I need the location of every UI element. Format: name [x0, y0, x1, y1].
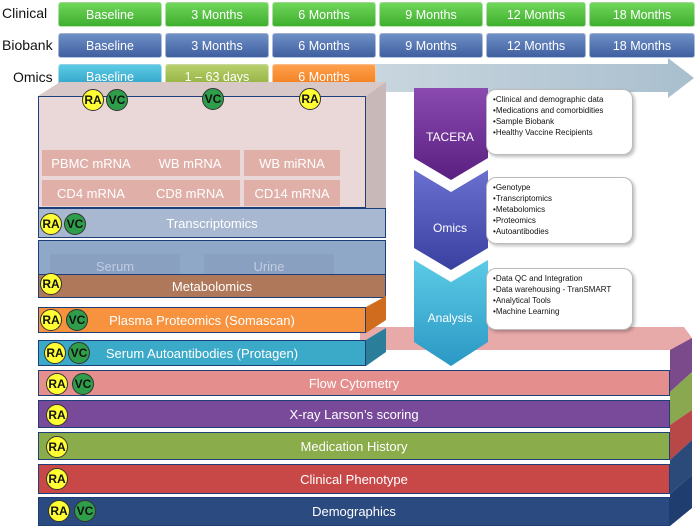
row-label-clinical: Clinical: [2, 5, 48, 21]
timeline-cell: Baseline: [58, 64, 162, 89]
chevrons: [414, 88, 488, 366]
bullet-item: •Transcriptomics: [493, 194, 552, 203]
ra-badge: RA: [48, 500, 70, 522]
layer-transcriptomics: Transcriptomics: [38, 208, 386, 238]
timeline-cell: 6 Months: [272, 2, 376, 27]
vc-badge: VC: [68, 342, 90, 364]
chevron-label: Omics: [433, 221, 467, 235]
ra-badge: RA: [46, 404, 68, 426]
layer-xray-larson: X-ray Larson’s scoring: [38, 400, 670, 428]
bullet-item: •Metabolomics: [493, 205, 546, 214]
ra-badge: RA: [299, 88, 321, 110]
slab-side: [366, 328, 386, 366]
info-box-analysis: •Data QC and Integration •Data warehousi…: [486, 268, 633, 330]
bullet-item: •Analytical Tools: [493, 296, 551, 305]
ra-badge: RA: [40, 309, 62, 331]
info-box-tacera: •Clinical and demographic data •Medicati…: [486, 89, 633, 155]
vc-badge: VC: [64, 213, 86, 235]
chevron-tacera: [414, 88, 488, 180]
vc-badge: VC: [202, 88, 224, 110]
layer-serum-autoantibodies: Serum Autoantibodies (Protagen): [38, 340, 366, 366]
chevron-label: Analysis: [427, 311, 473, 325]
ra-badge: RA: [46, 436, 68, 458]
vc-badge: VC: [106, 89, 128, 111]
timeline-cell: Baseline: [58, 2, 162, 27]
sample-block: CD8 mRNA: [140, 180, 240, 206]
bullet-item: •Data QC and Integration: [493, 274, 583, 283]
sample-block: WB miRNA: [244, 150, 340, 176]
ra-badge: RA: [44, 342, 66, 364]
timeline-cell: Baseline: [58, 33, 162, 58]
layer-demographics: Demographics: [38, 497, 670, 526]
slab-side: [366, 296, 386, 333]
layer-plasma-proteomics: Plasma Proteomics (Somascan): [38, 307, 366, 333]
chevron-omics: [414, 170, 488, 270]
bullet-item: •Data warehousing - TranSMART: [493, 285, 612, 294]
timeline-cell: 9 Months: [379, 33, 483, 58]
bullet-item: •Genotype: [493, 183, 531, 192]
timeline-cell: 9 Months: [379, 2, 483, 27]
vc-badge: VC: [66, 309, 88, 331]
bullet-item: •Clinical and demographic data: [493, 95, 604, 104]
timeline-cell: 6 Months: [272, 33, 376, 58]
sample-block: CD4 mRNA: [42, 180, 140, 206]
timeline-cell: 3 Months: [165, 2, 269, 27]
timeline-cell: 18 Months: [589, 33, 695, 58]
timeline-cell: 12 Months: [486, 2, 586, 27]
info-box-omics: •Genotype •Transcriptomics •Metabolomics…: [486, 177, 633, 244]
sample-block: PBMC mRNA: [42, 150, 140, 176]
row-label-biobank: Biobank: [2, 37, 53, 53]
vc-badge: VC: [72, 373, 94, 395]
bullet-item: •Autoantibodies: [493, 227, 549, 236]
bullet-item: •Medications and comorbidities: [493, 106, 604, 115]
layer-medication-history: Medication History: [38, 432, 670, 460]
timeline-cell: 12 Months: [486, 33, 586, 58]
sample-block: WB mRNA: [140, 150, 240, 176]
layer-flow-cytometry: Flow Cytometry: [38, 370, 670, 396]
ra-badge: RA: [82, 89, 104, 111]
ra-badge: RA: [46, 468, 68, 490]
bullet-item: •Machine Learning: [493, 307, 560, 316]
chevron-label: TACERA: [426, 130, 474, 144]
timeline-cell: 3 Months: [165, 33, 269, 58]
layer-clinical-phenotype: Clinical Phenotype: [38, 464, 670, 494]
chevron-analysis: [414, 260, 488, 366]
bullet-item: •Sample Biobank: [493, 117, 555, 126]
layer-metabolomics: Metabolomics: [38, 274, 386, 298]
timeline-cell: 18 Months: [589, 2, 695, 27]
sample-block: CD14 mRNA: [244, 180, 340, 206]
bullet-item: •Healthy Vaccine Recipients: [493, 128, 593, 137]
ra-badge: RA: [46, 373, 68, 395]
ra-badge: RA: [40, 273, 62, 295]
bullet-item: •Proteomics: [493, 216, 536, 225]
row-label-omics: Omics: [13, 69, 53, 85]
ra-badge: RA: [40, 213, 62, 235]
vc-badge: VC: [74, 500, 96, 522]
